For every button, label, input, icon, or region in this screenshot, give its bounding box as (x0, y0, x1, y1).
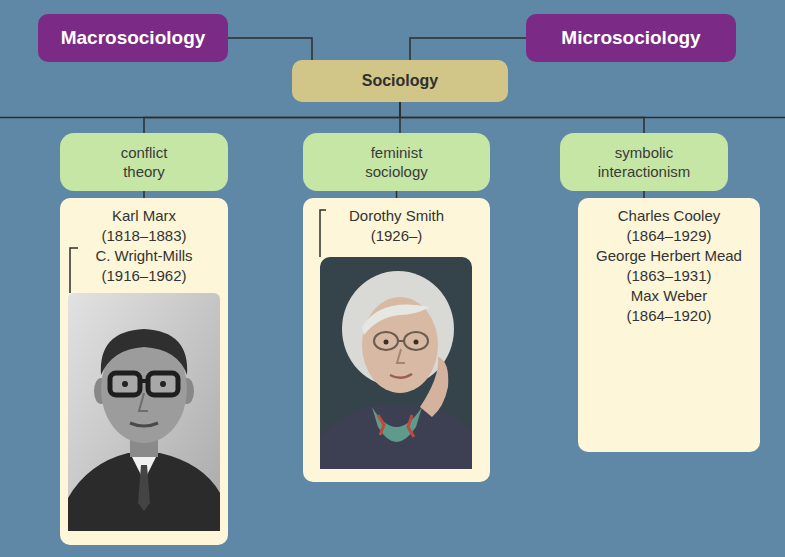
suit (68, 453, 220, 531)
sociologist-name: Charles Cooley (1864–1929) (613, 206, 725, 246)
eye (160, 381, 166, 387)
eye (414, 340, 419, 345)
connector-line (643, 191, 645, 198)
scarf (372, 407, 422, 442)
portrait-figure (68, 293, 220, 531)
node-label: symbolic interactionism (592, 143, 696, 181)
leader-bracket (320, 210, 326, 257)
eye (122, 381, 128, 387)
sociologist-name: C. Wright-Mills (1916–1962) (88, 246, 200, 286)
category-box: Macrosociology (38, 14, 228, 62)
category-box: Microsociology (526, 14, 736, 62)
nose (139, 393, 148, 411)
connector-line (144, 102, 400, 133)
sociologist-name: Karl Marx (1818–1883) (88, 206, 200, 246)
photo-ground (320, 257, 472, 469)
theory-box: symbolic interactionism (560, 133, 728, 191)
connector-line (143, 191, 145, 198)
portrait-figure (320, 257, 472, 469)
sweater (320, 405, 472, 469)
eye (384, 340, 389, 345)
glasses-lens (148, 373, 178, 395)
nose (397, 349, 405, 363)
sociologist-box: Charles Cooley (1864–1929)George Herbert… (578, 198, 760, 452)
node-label: conflict theory (108, 143, 180, 181)
root-box: Sociology (292, 60, 508, 102)
face (362, 297, 438, 393)
hair (101, 329, 187, 375)
node-label: Microsociology (561, 26, 700, 50)
theory-box: conflict theory (60, 133, 228, 191)
sociologist-name: George Herbert Mead (1863–1931) (588, 246, 750, 286)
sociologist-name: Dorothy Smith (1926–) (341, 206, 453, 246)
connector-line (228, 38, 312, 60)
hair-fringe (362, 305, 430, 336)
glasses-bridge (140, 379, 148, 383)
connector-line (410, 38, 526, 60)
sociologist-box: Karl Marx (1818–1883)C. Wright-Mills (19… (60, 198, 228, 545)
glasses-bridge (398, 340, 404, 342)
hand (420, 357, 448, 417)
tie (138, 465, 150, 511)
glasses-lens (374, 332, 398, 350)
theory-box: feminist sociology (303, 133, 490, 191)
glasses-lens (110, 373, 140, 395)
photo-ground (68, 293, 220, 531)
scarf-pattern (378, 415, 414, 437)
node-label: Sociology (362, 71, 438, 91)
glasses-lens (404, 332, 428, 350)
connector-line (396, 191, 398, 198)
mouth (130, 423, 158, 426)
mouth (390, 374, 412, 378)
sociologist-box: Dorothy Smith (1926–) (303, 198, 490, 482)
node-label: feminist sociology (361, 143, 433, 181)
sociologist-name: Max Weber (1864–1920) (613, 286, 725, 326)
node-label: Macrosociology (61, 26, 206, 50)
leader-bracket (70, 248, 78, 293)
connector-line (400, 102, 644, 133)
